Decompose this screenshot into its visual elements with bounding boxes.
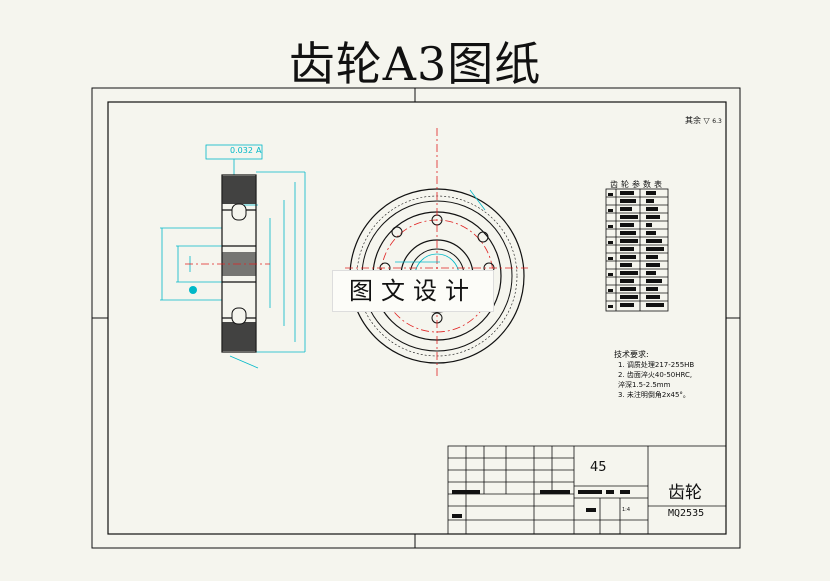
- title-block-cells: [452, 490, 630, 518]
- param-table-title: 齿轮参数表: [610, 180, 665, 189]
- tech-item: 3. 未注明倒角2x45°。: [618, 391, 690, 399]
- watermark: 图文设计: [332, 270, 494, 312]
- part-name: 齿轮: [668, 483, 702, 503]
- front-view: [345, 128, 528, 378]
- tolerance-datum: A: [256, 146, 262, 155]
- material-value: 45: [590, 460, 607, 475]
- tech-item: 淬深1.5-2.5mm: [618, 381, 671, 389]
- tech-requirements-title: 技术要求:: [614, 350, 649, 359]
- param-table-cells: [608, 191, 664, 308]
- page-title: 齿轮A3图纸: [288, 37, 542, 91]
- roughness-label: 其余: [685, 116, 701, 125]
- drawing-code: MQ2535: [668, 508, 705, 519]
- tech-item: 2. 齿面淬火40-50HRC,: [618, 371, 693, 379]
- title-block: [447, 445, 727, 535]
- param-table: [605, 188, 669, 312]
- roughness-symbol-icon: ▽: [703, 116, 710, 125]
- scale-value: 1:4: [622, 507, 631, 513]
- inner-frame: [107, 101, 727, 535]
- tech-item: 1. 调质处理217-255HB: [618, 361, 695, 369]
- outer-frame: [91, 87, 741, 549]
- section-view: [160, 144, 306, 369]
- roughness-note: 其余 ▽ 6.3: [685, 115, 722, 126]
- roughness-value: 6.3: [712, 118, 722, 125]
- tolerance-value: 0.032: [230, 146, 253, 155]
